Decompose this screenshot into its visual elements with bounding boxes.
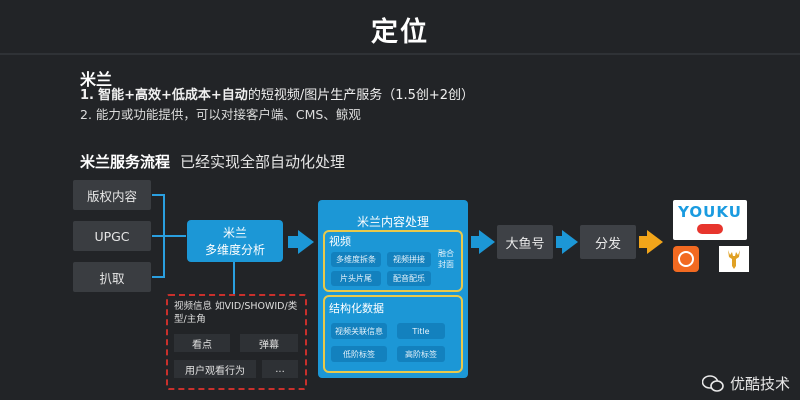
structured-group: 结构化数据 视频关联信息 Title 低阶标签 高阶标签	[323, 295, 463, 373]
source-bracket	[152, 194, 186, 278]
info-highlights: 看点	[174, 334, 230, 352]
page-title: 定位	[371, 17, 429, 48]
title-divider	[0, 53, 800, 55]
structured-label: 结构化数据	[329, 302, 384, 315]
positioning-line-2: 2. 能力或功能提供，可以对接客户端、CMS、鲸观	[80, 107, 361, 122]
structured-item-low-tag: 低阶标签	[331, 346, 387, 362]
app-logo-orange	[673, 246, 699, 272]
arrow-analysis-head	[298, 230, 314, 254]
video-label: 视频	[329, 235, 351, 248]
arrow-distribute-stem	[639, 236, 647, 248]
distribute-box: 分发	[580, 225, 636, 259]
youku-logo-text: YOUKU	[678, 203, 742, 221]
processing-title: 米兰内容处理	[356, 215, 429, 229]
flow-heading: 米兰服务流程已经实现全部自动化处理	[80, 151, 345, 172]
section-name: 米兰	[80, 70, 113, 89]
watermark-text: 优酷技术	[729, 375, 790, 393]
video-item-music: 配音配乐	[387, 271, 431, 286]
analysis-box: 米兰 多维度分析	[187, 220, 283, 262]
structured-item-high-tag: 高阶标签	[397, 346, 445, 362]
line1-bold-text: 智能+高效+低成本+自动	[98, 88, 248, 103]
arrow-dayu-head	[562, 230, 578, 254]
structured-item-related: 视频关联信息	[331, 323, 387, 339]
structured-item-title: Title	[397, 323, 445, 339]
deer-icon	[728, 250, 740, 269]
positioning-line-1: 1. 智能+高效+低成本+自动的短视频/图片生产服务（1.5创+2创）	[80, 84, 474, 103]
analysis-subtitle: 多维度分析	[204, 243, 265, 257]
analysis-info-connector	[233, 262, 235, 294]
video-item-intro: 片头片尾	[331, 271, 381, 286]
wechat-icon	[701, 374, 724, 392]
video-item-concat: 视频拼接	[387, 252, 431, 267]
app-logo-orange-face	[678, 251, 694, 267]
video-fusion-cover: 融合封面	[438, 249, 454, 269]
wechat-watermark: 优酷技术	[701, 373, 790, 394]
arrow-distribute-head	[647, 230, 663, 254]
info-danmaku: 弹幕	[240, 334, 298, 352]
info-more: ...	[262, 360, 298, 378]
analysis-title: 米兰	[222, 226, 247, 240]
deer-logo	[719, 246, 749, 272]
arrow-dayu-stem	[556, 236, 562, 248]
arrow-process-head	[479, 230, 495, 254]
line1-number: 1.	[80, 88, 94, 103]
source-copyright: 版权内容	[73, 180, 151, 210]
info-user-behavior: 用户观看行为	[174, 360, 256, 378]
source-crawl: 扒取	[73, 262, 151, 292]
video-item-split: 多维度拆条	[331, 252, 381, 267]
processing-box: 米兰内容处理 视频 多维度拆条 视频拼接 片头片尾 配音配乐 融合封面 结构化数…	[318, 200, 468, 378]
line1-rest-text: 的短视频/图片生产服务（1.5创+2创）	[247, 88, 475, 103]
flow-heading-rest: 已经实现全部自动化处理	[180, 153, 346, 171]
source-upgc: UPGC	[73, 221, 151, 251]
arrow-analysis-stem	[288, 236, 298, 248]
info-dashed-box: 视频信息 如VID/SHOWID/类型/主角 看点 弹幕 用户观看行为 ...	[166, 294, 307, 390]
video-group: 视频 多维度拆条 视频拼接 片头片尾 配音配乐 融合封面	[323, 230, 463, 292]
youku-logo-badge	[697, 224, 723, 234]
flow-heading-bold: 米兰服务流程	[80, 153, 171, 171]
info-video-meta: 视频信息 如VID/SHOWID/类型/主角	[174, 301, 298, 325]
arrow-process-stem	[471, 236, 479, 248]
dayuhao-box: 大鱼号	[497, 225, 553, 259]
youku-logo: YOUKU	[673, 200, 747, 240]
